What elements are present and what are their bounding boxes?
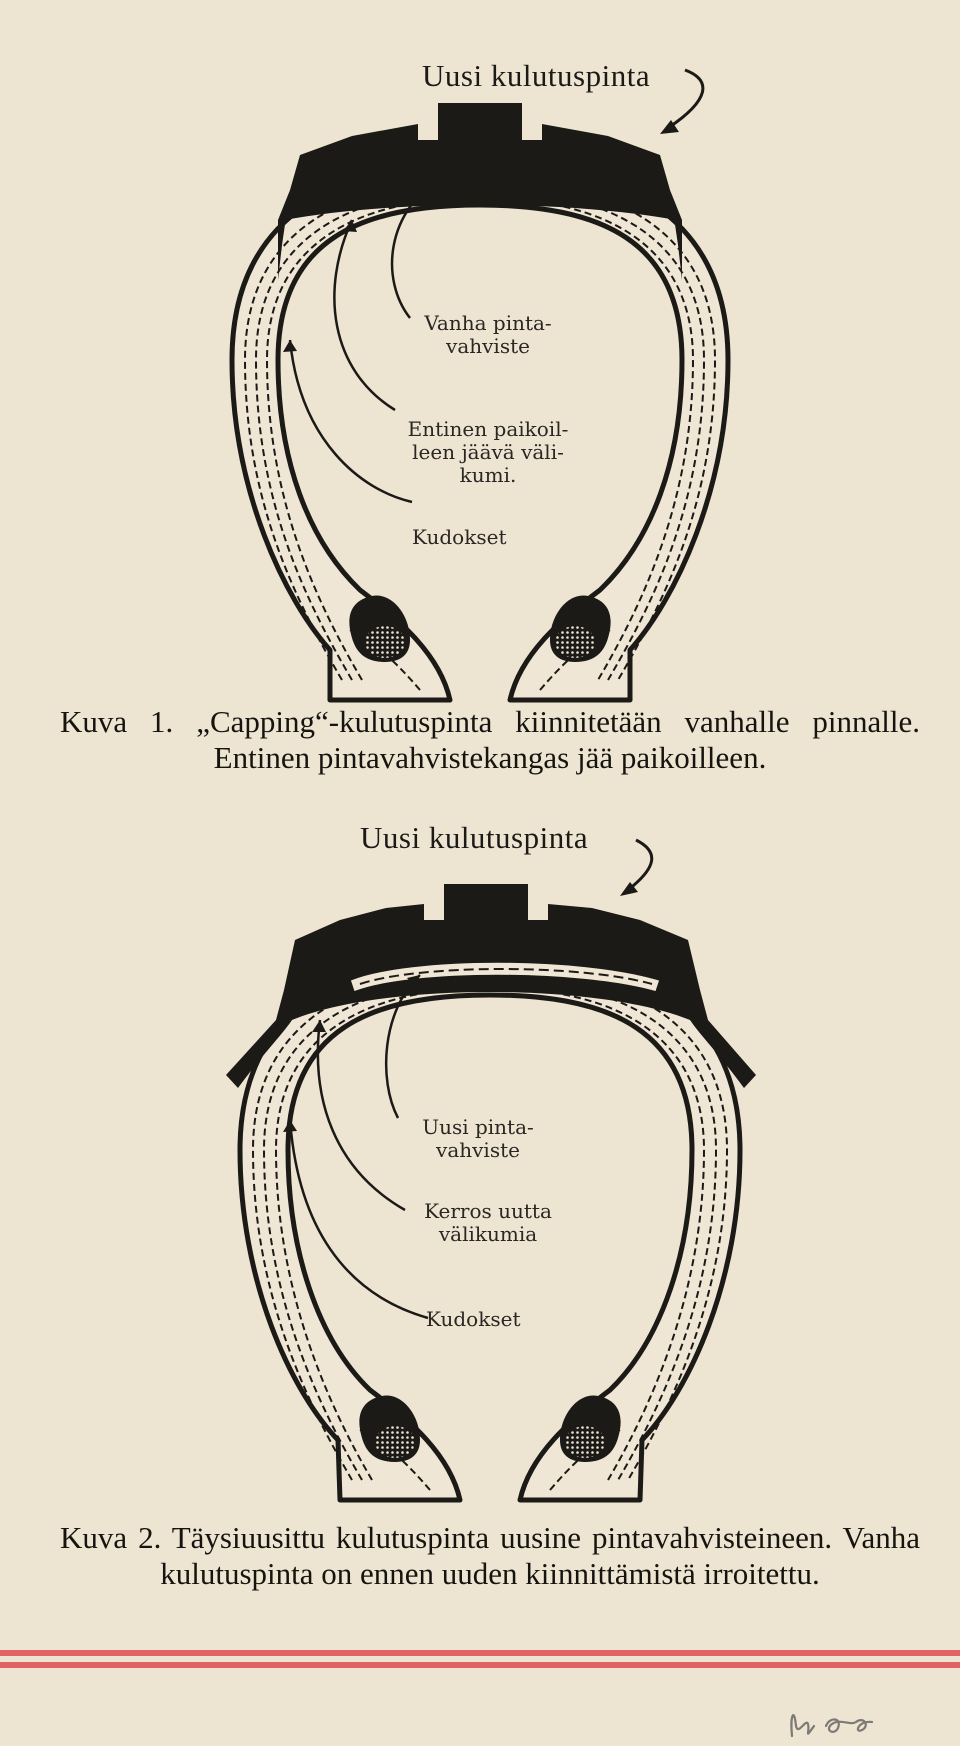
new-full-tread [226, 884, 756, 1088]
callout-new-cushion: Kerros uutta välikumia [424, 1199, 552, 1246]
figure-2: Uusi kulutuspinta Uusi pinta- vahviste K… [0, 820, 960, 1510]
new-tread-cap [284, 103, 676, 220]
new-tread-arrow [667, 68, 705, 130]
callout-plies: Kudokset [412, 525, 507, 549]
callout-plies: Kudokset [426, 1307, 521, 1331]
new-tread-label: Uusi kulutuspinta [360, 820, 589, 855]
red-rule-top [0, 1650, 960, 1656]
caption-figure-2: Kuva 2. Täysiuusittu kulutuspinta uusine… [60, 1520, 920, 1591]
new-tread-arrow [627, 838, 654, 892]
callout-new-breaker: Uusi pinta- vahviste [422, 1115, 534, 1162]
tyre-cross-section-1 [229, 68, 731, 703]
leader-lines [288, 974, 429, 1320]
callout-old-cushion: Entinen paikoil- leen jäävä väli- kumi. [407, 417, 569, 487]
new-breaker [349, 961, 661, 993]
leader-arrowheads [283, 975, 420, 1132]
bead-right [550, 595, 611, 662]
bead-right [560, 1395, 621, 1462]
callout-old-breaker: Vanha pinta- vahviste [424, 311, 552, 358]
bead-left [349, 595, 410, 662]
bead-left [359, 1395, 420, 1462]
figure-1: Uusi kulutuspinta Vanha pinta- vahviste … [0, 40, 960, 740]
tyre-cross-section-2 [226, 838, 756, 1503]
leader-lines [288, 173, 446, 504]
leader-arrowheads [283, 174, 445, 352]
new-tread-label: Uusi kulutuspinta [422, 58, 651, 93]
caption-figure-1: Kuva 1. „Capping“-kulutuspinta kiinnitet… [60, 704, 920, 775]
pencil-scribble [790, 1714, 874, 1738]
red-rule-bottom [0, 1662, 960, 1668]
